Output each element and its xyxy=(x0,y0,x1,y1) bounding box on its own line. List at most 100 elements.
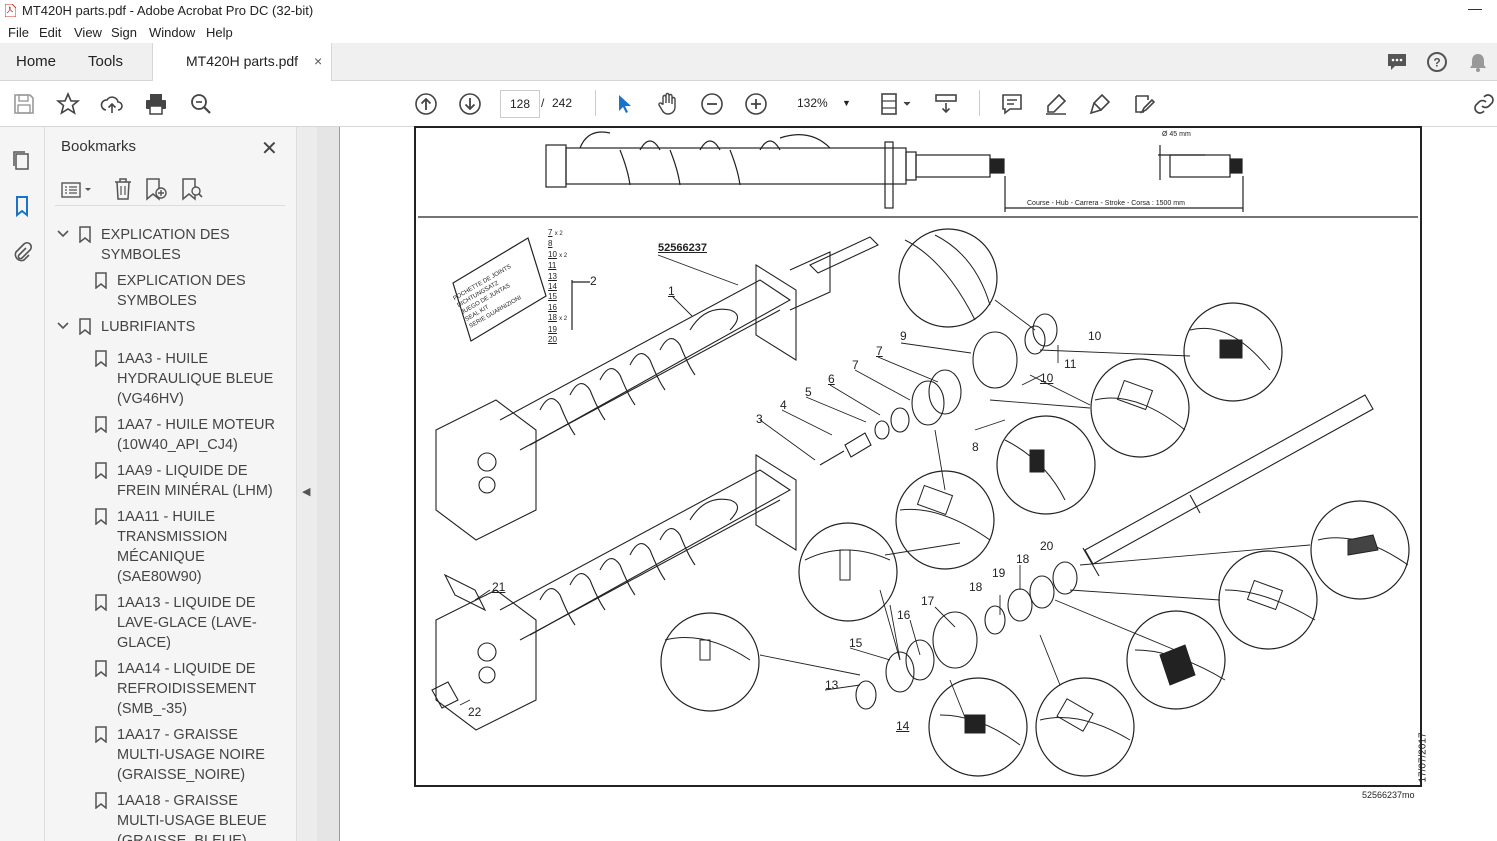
tab-close-icon[interactable]: × xyxy=(314,53,323,69)
bookmark-search-icon[interactable] xyxy=(180,177,204,201)
bookmark-item[interactable]: EXPLICATION DES SYMBOLES xyxy=(55,271,285,311)
kit-list-item: 10 xyxy=(548,249,557,259)
bookmark-label: 1AA9 - LIQUIDE DE FREIN MINÉRAL (LHM) xyxy=(117,463,273,499)
fill-sign-button[interactable] xyxy=(1132,92,1156,116)
kit-list-item: 11 xyxy=(548,261,557,271)
arrow-up-circle-icon xyxy=(415,93,437,115)
callout-label: 9 xyxy=(900,329,907,343)
page-number-input[interactable]: 128 xyxy=(500,90,540,118)
callout-label: 21 xyxy=(492,580,506,594)
zoom-out-button[interactable] xyxy=(700,92,724,116)
bookmark-star-button[interactable] xyxy=(55,91,81,116)
svg-text:?: ? xyxy=(1433,56,1440,70)
callout-label: 1 xyxy=(668,284,675,298)
help-icon[interactable]: ? xyxy=(1426,51,1448,73)
menu-edit[interactable]: Edit xyxy=(39,25,62,40)
chevron-down-icon: ▼ xyxy=(842,98,851,108)
upload-button[interactable] xyxy=(100,92,124,116)
menu-file[interactable]: File xyxy=(8,25,29,40)
bookmark-item[interactable]: 1AA17 - GRAISSE MULTI-USAGE NOIRE (GRAIS… xyxy=(55,725,285,785)
tab-home[interactable]: Home xyxy=(16,53,57,70)
page-display-button[interactable] xyxy=(880,92,914,116)
comment-button[interactable] xyxy=(1000,92,1024,116)
next-page-button[interactable] xyxy=(458,92,482,116)
minimize-button[interactable]: — xyxy=(1468,0,1482,16)
bookmarks-panel-icon[interactable] xyxy=(11,195,33,217)
bookmark-options-icon[interactable] xyxy=(61,180,95,200)
delete-bookmark-icon[interactable] xyxy=(112,177,134,201)
notification-bell-icon[interactable] xyxy=(1467,51,1489,73)
menu-view[interactable]: View xyxy=(74,25,102,40)
callout-label: 18 xyxy=(969,580,983,594)
kit-x2-label: x 2 xyxy=(559,316,568,323)
bookmark-item[interactable]: EXPLICATION DES SYMBOLES xyxy=(55,225,285,265)
callout-label: 7 xyxy=(876,344,883,358)
hand-tool-button[interactable] xyxy=(656,92,680,116)
menu-sign[interactable]: Sign xyxy=(111,25,138,40)
callout-label: 16 xyxy=(897,608,911,622)
kit-list-item: 14 xyxy=(548,282,557,292)
star-icon xyxy=(55,91,81,115)
bookmark-icon xyxy=(95,416,107,433)
kit-list-item: 8 xyxy=(548,239,553,249)
bookmark-label: EXPLICATION DES SYMBOLES xyxy=(101,227,230,263)
close-panel-icon[interactable]: ✕ xyxy=(261,138,278,160)
comment-bubble-icon[interactable] xyxy=(1386,51,1408,73)
bookmark-label: 1AA14 - LIQUIDE DE REFROIDISSEMENT (SMB_… xyxy=(117,661,257,717)
toolbar-divider xyxy=(595,90,596,116)
chevron-down-icon[interactable] xyxy=(57,228,69,240)
chevron-down-icon[interactable] xyxy=(57,320,69,332)
callout-label: 19 xyxy=(992,566,1006,580)
kit-list-item: 16 xyxy=(548,302,557,312)
callout-label: 3 xyxy=(756,412,763,426)
bookmark-item[interactable]: 1AA11 - HUILE TRANSMISSION MÉCANIQUE (SA… xyxy=(55,507,285,587)
menu-window[interactable]: Window xyxy=(149,25,196,40)
seal-kit-card: POCHETTE DE JOINTS DICHTUNGSATZ JUEGO DE… xyxy=(452,256,541,331)
draw-button[interactable] xyxy=(1088,92,1112,116)
share-link-button[interactable] xyxy=(1472,92,1496,116)
bookmark-item[interactable]: 1AA13 - LIQUIDE DE LAVE-GLACE (LAVE-GLAC… xyxy=(55,593,285,653)
zoom-search-icon xyxy=(191,94,211,114)
sticky-note-icon xyxy=(1002,94,1022,115)
callout-label: 22 xyxy=(468,705,482,719)
bookmark-item[interactable]: 1AA14 - LIQUIDE DE REFROIDISSEMENT (SMB_… xyxy=(55,659,285,719)
scroll-mode-button[interactable] xyxy=(934,92,958,116)
kit-list-item: 18 xyxy=(548,313,557,323)
page-thumbnails-icon[interactable] xyxy=(11,149,33,171)
zoom-level-dropdown[interactable]: 132% ▼ xyxy=(790,90,856,116)
callout-label: 10 xyxy=(1040,371,1054,385)
kit-list: 7 x 2 8 10 x 2 11 13 14 15 16 18 x 2 19 … xyxy=(548,228,567,345)
tab-tools[interactable]: Tools xyxy=(88,53,124,70)
collapse-arrow-icon: ◀ xyxy=(302,486,311,498)
highlight-button[interactable] xyxy=(1044,92,1068,116)
bookmark-item[interactable]: 1AA18 - GRAISSE MULTI-USAGE BLEUE (GRAIS… xyxy=(55,791,285,841)
bookmark-icon xyxy=(95,792,107,809)
kit-x2-label: x 2 xyxy=(559,252,568,259)
bookmark-item[interactable]: 1AA7 - HUILE MOTEUR (10W40_API_CJ4) xyxy=(55,415,285,455)
callout-label: 11 xyxy=(1064,357,1077,371)
new-bookmark-icon[interactable] xyxy=(144,177,168,201)
bookmark-icon xyxy=(95,462,107,479)
cloud-upload-icon xyxy=(100,96,123,113)
previous-page-button[interactable] xyxy=(414,92,438,116)
select-tool-button[interactable] xyxy=(612,92,636,116)
bookmark-item[interactable]: 1AA9 - LIQUIDE DE FREIN MINÉRAL (LHM) xyxy=(55,461,285,501)
attachments-icon[interactable] xyxy=(11,241,33,263)
zoom-in-button[interactable] xyxy=(744,92,768,116)
bookmark-item[interactable]: LUBRIFIANTS xyxy=(55,317,285,337)
save-button[interactable] xyxy=(12,92,36,116)
tab-document[interactable]: MT420H parts.pdf × xyxy=(152,43,332,81)
zoom-level-value: 132% xyxy=(797,96,828,110)
find-button[interactable] xyxy=(189,92,213,116)
bookmark-icon xyxy=(95,660,107,677)
menu-bar: File Edit View Sign Window Help xyxy=(0,22,1497,43)
kit-list-item: 19 xyxy=(548,324,557,334)
print-button[interactable] xyxy=(144,92,168,116)
bookmark-icon xyxy=(95,594,107,611)
menu-help[interactable]: Help xyxy=(206,25,233,40)
callout-label: 20 xyxy=(1040,539,1054,553)
bookmark-label: 1AA11 - HUILE TRANSMISSION MÉCANIQUE (SA… xyxy=(117,509,228,585)
kit-list-item: 7 xyxy=(548,228,553,237)
bookmark-item[interactable]: 1AA3 - HUILE HYDRAULIQUE BLEUE (VG46HV) xyxy=(55,349,285,409)
